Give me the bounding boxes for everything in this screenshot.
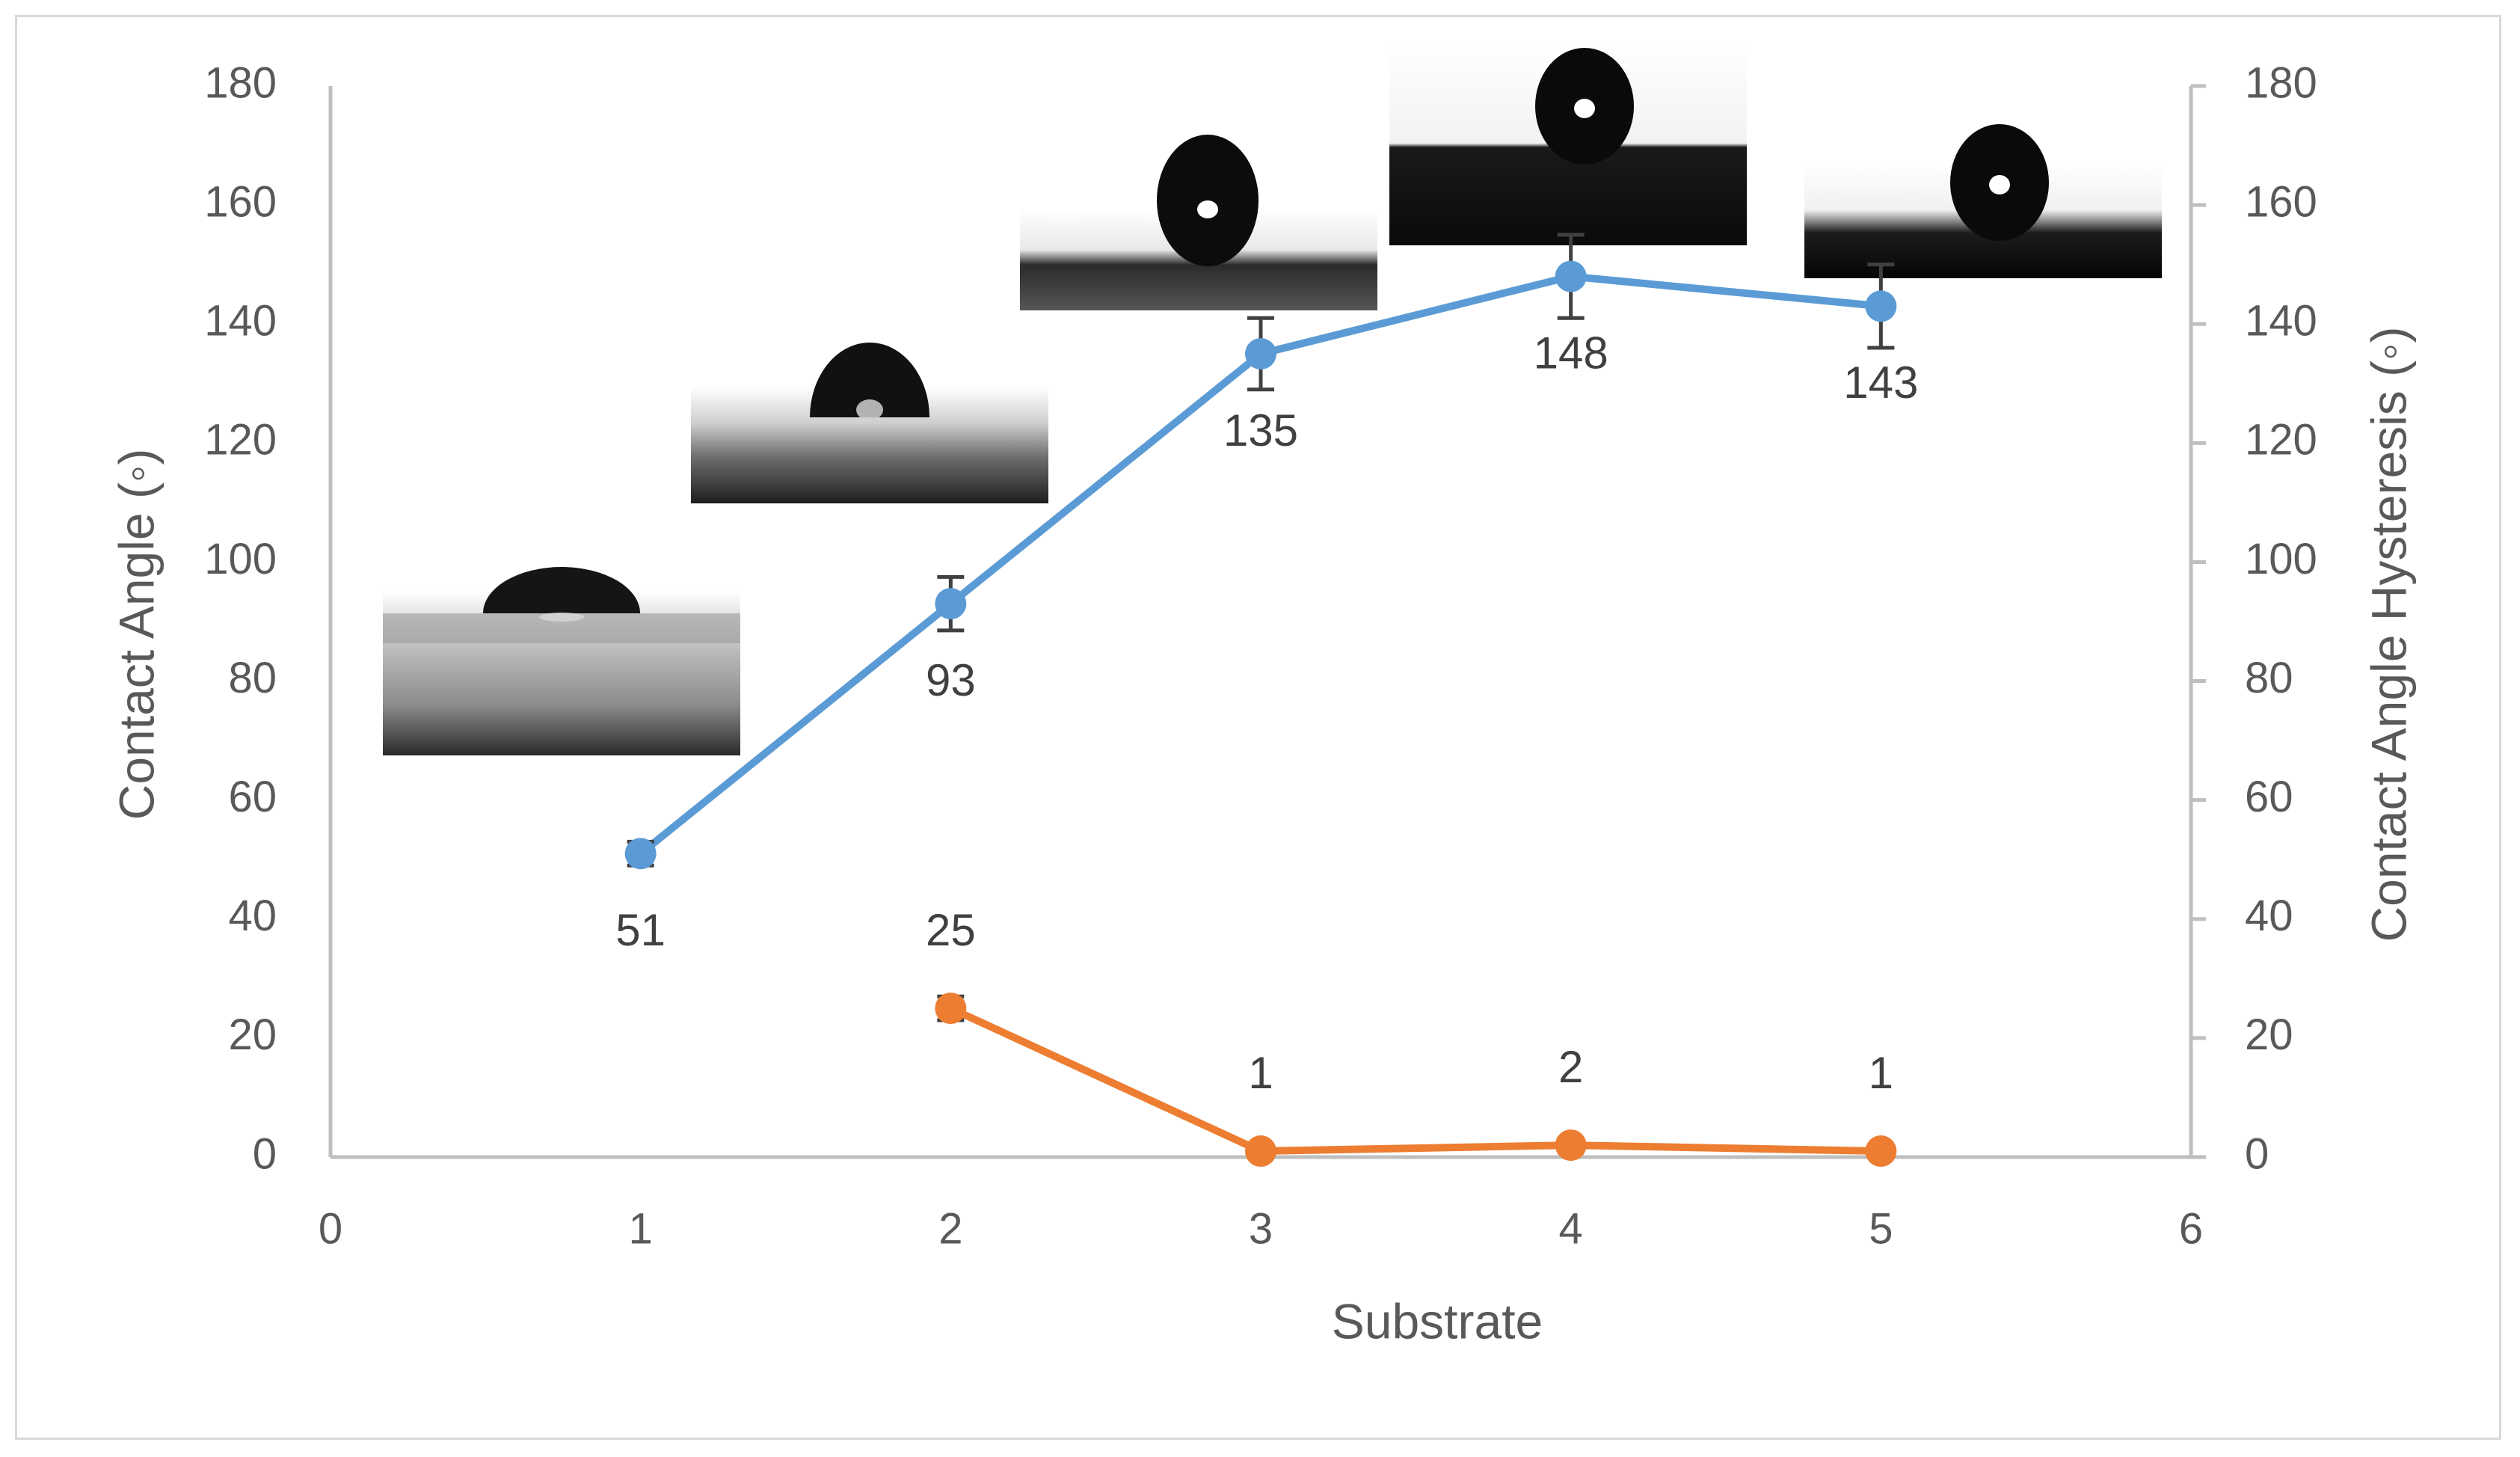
y2-tick-label: 160 (2245, 177, 2317, 226)
droplet-highlight (1197, 200, 1218, 218)
hysteresis-data-label: 2 (1558, 1042, 1583, 1092)
y2-tick-label: 180 (2245, 58, 2317, 107)
series (624, 233, 1897, 1168)
x-tick-label: 3 (1249, 1204, 1273, 1253)
droplet-image-3 (1020, 135, 1377, 310)
y-axis-title: Contact Angle (◦) (108, 449, 164, 820)
y2-tick-label: 40 (2245, 892, 2293, 940)
y2-tick-label: 100 (2245, 535, 2317, 583)
hysteresis-data-label: 1 (1248, 1048, 1273, 1098)
contact-angle-marker (624, 838, 657, 870)
droplet-images (383, 41, 2162, 755)
contact-angle-data-label: 135 (1223, 405, 1298, 455)
y-tick-label: 160 (204, 177, 277, 226)
contact-angle-marker (1865, 290, 1897, 322)
contact-angle-marker (1555, 260, 1587, 292)
y-tick-label: 180 (204, 58, 277, 107)
y-tick-label: 20 (228, 1010, 277, 1059)
contact-angle-marker (1245, 338, 1276, 369)
x-tick-label: 5 (1869, 1204, 1893, 1253)
y2-tick-label: 140 (2245, 297, 2317, 346)
y2-tick-label: 60 (2245, 773, 2293, 821)
y-tick-label: 100 (204, 535, 277, 583)
y2-tick-label: 0 (2245, 1129, 2269, 1178)
contact-angle-data-label: 148 (1534, 328, 1608, 378)
droplet-image-5 (1804, 124, 2162, 278)
hysteresis-line (949, 1004, 1881, 1156)
droplet-shape (483, 567, 640, 613)
droplet-image-4 (1389, 41, 1747, 245)
y2-axis-title: Contact Angle Hysteresis (◦) (2361, 326, 2416, 942)
x-tick-label: 0 (319, 1204, 342, 1253)
x-tick-label: 2 (938, 1204, 962, 1253)
hysteresis-marker (1865, 1135, 1897, 1168)
contact-angle-data-label: 93 (926, 655, 976, 705)
y-tick-label: 40 (228, 892, 277, 940)
data-labels: 51 93 135 148 143 25 1 2 1 (615, 328, 1918, 1097)
x-tick-label: 1 (629, 1204, 653, 1253)
y2-tick-label: 80 (2245, 654, 2293, 702)
y-tick-label: 120 (204, 416, 277, 464)
contact-angle-data-label: 51 (615, 905, 666, 955)
droplet-highlight (1574, 98, 1595, 118)
y-tick-label: 140 (204, 297, 277, 346)
droplet-highlight (856, 399, 883, 420)
droplet-image-1 (383, 567, 740, 755)
hysteresis-data-label: 1 (1869, 1048, 1893, 1098)
droplet-image-2 (691, 343, 1048, 503)
y2-tick-label: 120 (2245, 416, 2317, 464)
hysteresis-marker (1245, 1135, 1276, 1168)
droplet-shape (810, 343, 929, 417)
hysteresis-data-label: 25 (926, 905, 976, 955)
y2-tick-label: 20 (2245, 1010, 2293, 1059)
x-axis-title: Substrate (1332, 1293, 1543, 1349)
droplet-highlight (1989, 175, 2010, 195)
y-tick-label: 80 (228, 654, 277, 702)
x-tick-label: 4 (1559, 1204, 1583, 1253)
contact-angle-marker (935, 588, 967, 620)
droplet-highlight (539, 613, 584, 622)
contact-angle-data-label: 143 (1843, 358, 1918, 408)
x-tick-label: 6 (2179, 1204, 2203, 1253)
hysteresis-marker (935, 993, 967, 1025)
hysteresis-marker (1555, 1129, 1587, 1162)
y-tick-label: 0 (253, 1129, 277, 1178)
y-tick-label: 60 (228, 773, 277, 821)
